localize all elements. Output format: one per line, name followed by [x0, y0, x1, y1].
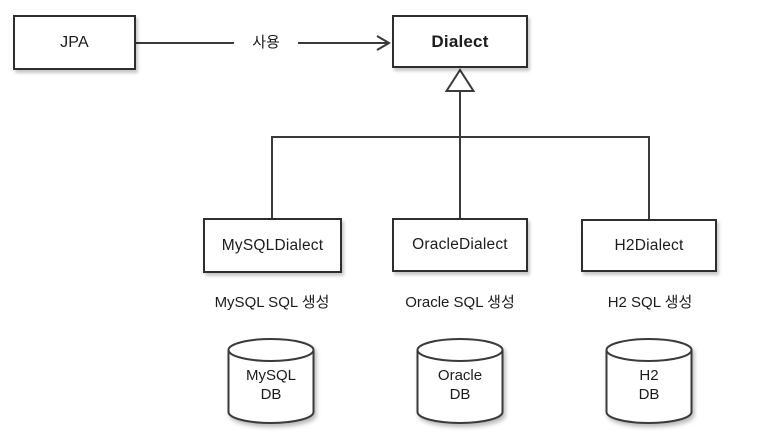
oracle-db-cylinder-icon	[416, 338, 504, 424]
oracledialect-box-label: OracleDialect	[412, 236, 508, 253]
mysql-db-cylinder-icon	[227, 338, 315, 424]
oracle-db-name: Oracle	[437, 367, 483, 384]
h2dialect-box-label: H2Dialect	[614, 236, 684, 254]
usage-arrowhead-icon	[376, 35, 391, 51]
h2-caption: H2 SQL 생성	[607, 294, 693, 311]
h2-db-label: H2 DB	[589, 366, 709, 404]
mysql-db-name: MySQL	[245, 367, 296, 384]
jpa-box: JPA	[13, 15, 136, 70]
h2dialect-box: H2Dialect	[581, 219, 717, 272]
dialect-box-label: Dialect	[431, 31, 489, 51]
h2-db-type: DB	[638, 386, 660, 403]
dialect-box: Dialect	[392, 15, 528, 68]
h2-db-cylinder-icon	[605, 338, 693, 424]
mysqldialect-box: MySQLDialect	[203, 218, 342, 273]
inheritance-triangle-icon	[444, 68, 476, 92]
oracle-caption: Oracle SQL 생성	[405, 294, 515, 311]
oracle-db-type: DB	[449, 386, 471, 403]
jpa-box-label: JPA	[60, 33, 89, 51]
oracle-db-label: Oracle DB	[400, 366, 520, 404]
mysql-db-type: DB	[260, 386, 282, 403]
mysqldialect-box-label: MySQLDialect	[221, 236, 324, 254]
oracledialect-box: OracleDialect	[392, 218, 528, 272]
mysql-db-label: MySQL DB	[211, 366, 331, 404]
h2-db-name: H2	[639, 367, 659, 384]
inheritance-branch-lines	[271, 136, 650, 219]
mysql-caption: MySQL SQL 생성	[214, 294, 330, 311]
usage-relation-label: 사용	[234, 34, 298, 52]
